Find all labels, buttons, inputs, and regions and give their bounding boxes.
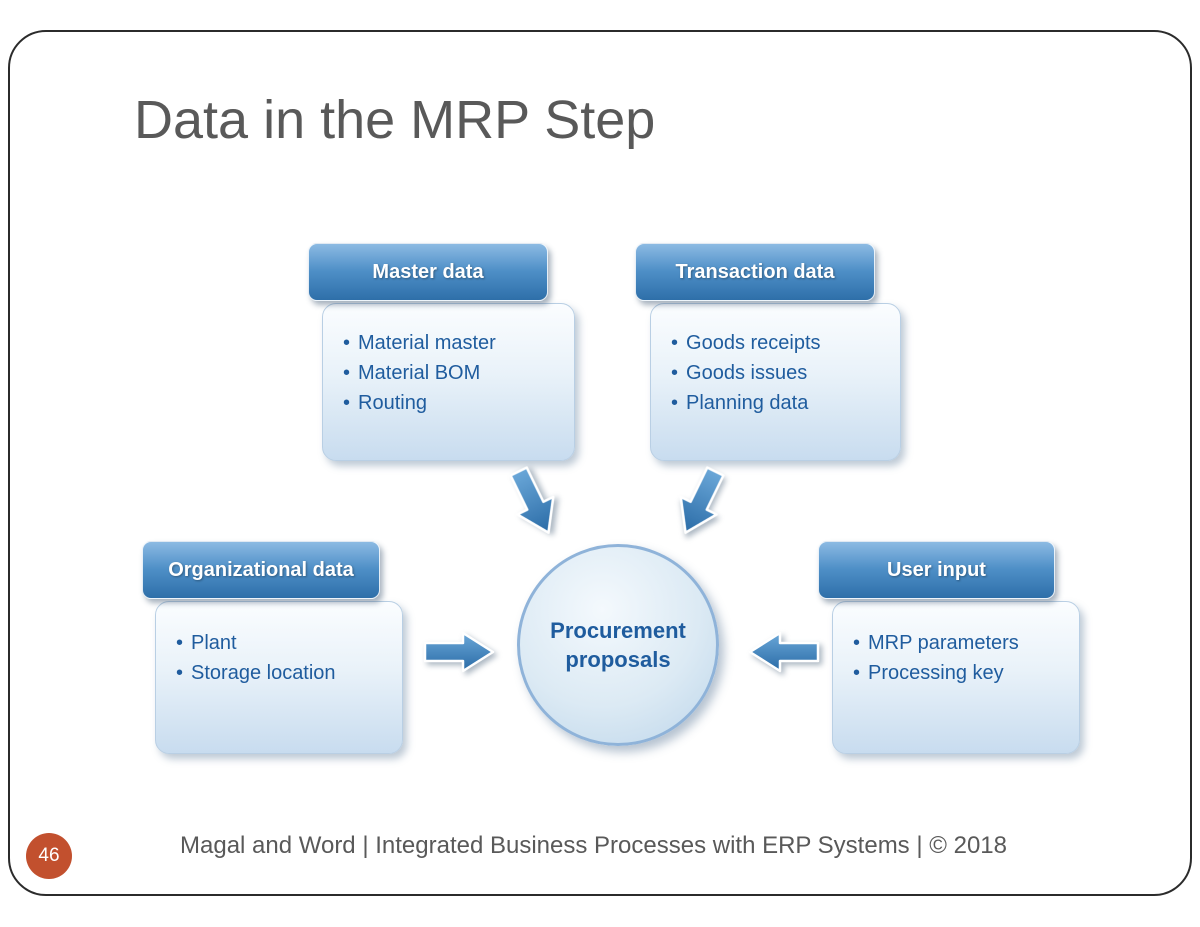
- slide-footer: Magal and Word | Integrated Business Pro…: [180, 832, 1007, 859]
- circle-label-line2: proposals: [565, 647, 671, 672]
- slide-border: [8, 30, 1192, 896]
- organizational-data-title: Organizational data: [168, 558, 354, 581]
- list-item: Processing key: [853, 658, 1067, 688]
- list-item: Planning data: [671, 388, 888, 418]
- page-number-badge: 46: [26, 833, 72, 879]
- arrow-down-right-icon: [509, 466, 555, 534]
- list-item: Material master: [343, 328, 562, 358]
- list-item: Material BOM: [343, 358, 562, 388]
- list-item: Storage location: [176, 658, 390, 688]
- list-item: Routing: [343, 388, 562, 418]
- arrow-down-left-icon: [679, 466, 725, 534]
- list-item: Plant: [176, 628, 390, 658]
- organizational-data-header: Organizational data: [142, 541, 380, 599]
- transaction-data-title: Transaction data: [675, 260, 835, 283]
- arrow-left-icon: [748, 631, 820, 673]
- procurement-proposals-circle: Procurement proposals: [517, 544, 719, 746]
- slide-title: Data in the MRP Step: [134, 90, 656, 150]
- list-item: Goods issues: [671, 358, 888, 388]
- circle-label-line1: Procurement: [550, 618, 686, 643]
- list-item: MRP parameters: [853, 628, 1067, 658]
- master-data-header: Master data: [308, 243, 548, 301]
- organizational-data-body: Plant Storage location: [155, 601, 403, 754]
- user-input-body: MRP parameters Processing key: [832, 601, 1080, 754]
- transaction-data-body: Goods receipts Goods issues Planning dat…: [650, 303, 901, 461]
- list-item: Goods receipts: [671, 328, 888, 358]
- arrow-right-icon: [423, 631, 495, 673]
- user-input-header: User input: [818, 541, 1055, 599]
- transaction-data-header: Transaction data: [635, 243, 875, 301]
- user-input-title: User input: [887, 558, 986, 581]
- master-data-body: Material master Material BOM Routing: [322, 303, 575, 461]
- page-number: 46: [38, 845, 60, 866]
- master-data-title: Master data: [372, 260, 484, 283]
